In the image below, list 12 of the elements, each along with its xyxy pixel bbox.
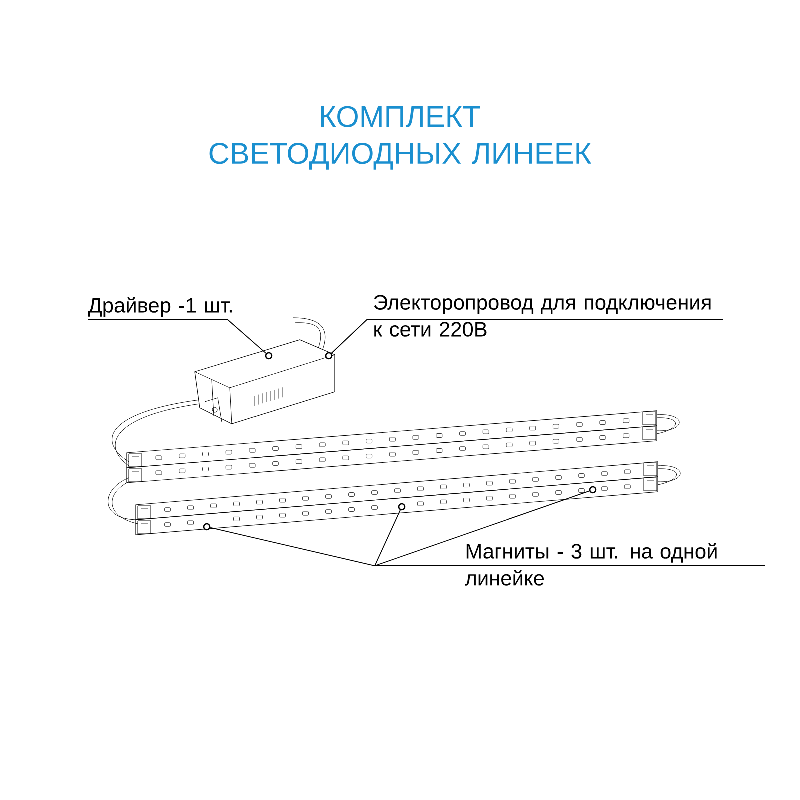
leader-line <box>331 320 724 354</box>
magnets-label: Магниты - 3 шт. на одной линейке <box>465 543 717 586</box>
leader-line <box>372 490 766 566</box>
point-marker <box>265 352 273 360</box>
wire-label: Электоропровод для подключения к сети 220В <box>374 295 711 337</box>
driver-label: Драйвер -1 шт. <box>88 297 232 318</box>
magnet-marker <box>398 503 406 511</box>
point-marker <box>325 352 333 360</box>
leader-line <box>88 320 267 354</box>
title: КОМПЛЕКТ СВЕТОДИОДНЫХ ЛИНЕЕК <box>210 106 592 170</box>
magnet-marker <box>589 486 597 494</box>
magnet-marker <box>203 523 211 531</box>
